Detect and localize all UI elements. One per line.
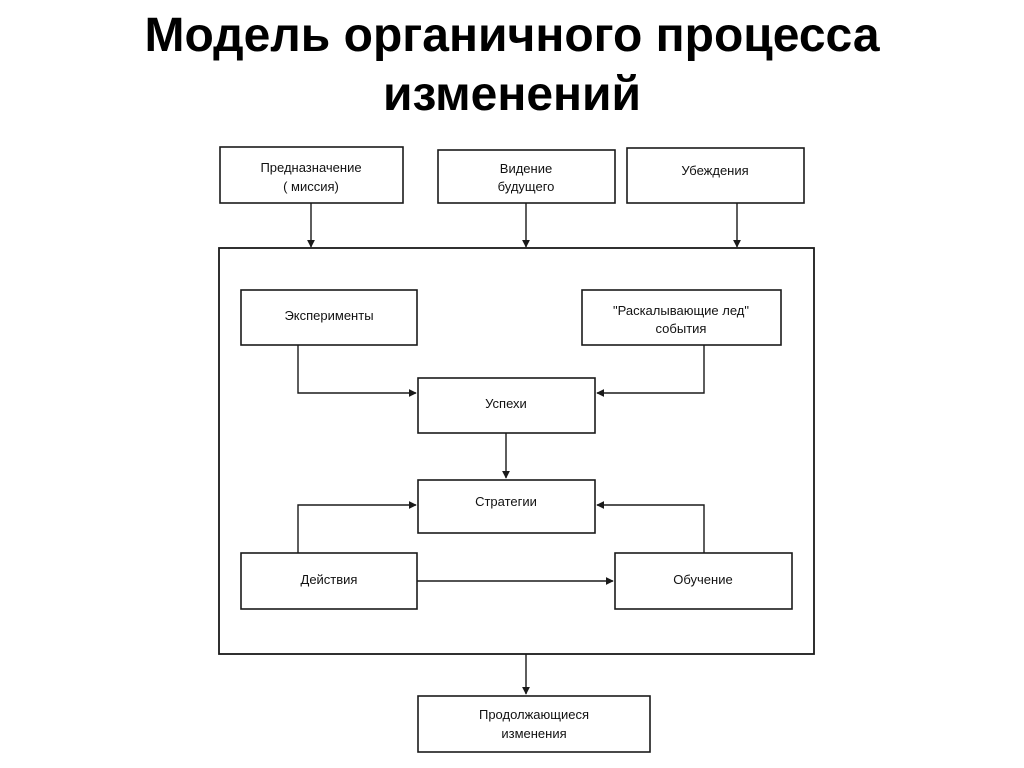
slide-title: Модель органичного процесса изменений [0,6,1024,124]
node-learning-box [614,552,793,610]
slide-title-line-1: Модель органичного процесса [144,9,880,62]
node-icebreaking-label-line-1: "Раскалывающие лед" [613,303,749,318]
node-successes-box [417,377,596,434]
node-learning-label: Обучение [673,572,732,587]
node-icebreaking-label-line-2: события [656,321,707,336]
node-mission: Предназначение ( миссия) [219,146,404,204]
node-mission-label-line-1: Предназначение [260,160,361,175]
node-beliefs: Убеждения [626,147,805,204]
node-ongoing-changes-label-line-1: Продолжающиеся [479,707,589,722]
node-ongoing-changes: Продолжающиеся изменения [417,695,651,753]
node-vision: Видение будущего [437,149,616,204]
node-actions-box [240,552,418,610]
node-vision-label-line-2: будущего [498,179,555,194]
node-successes: Успехи [417,377,596,434]
node-icebreaking: "Раскалывающие лед" события [581,289,782,346]
node-experiments-box [240,289,418,346]
node-mission-label-line-2: ( миссия) [283,179,339,194]
node-strategies-label: Стратегии [475,494,537,509]
node-icebreaking-box [581,289,782,346]
node-ongoing-changes-label-line-2: изменения [501,726,566,741]
arrow-actions-to-strategies [297,501,417,553]
node-vision-label-line-1: Видение [500,161,552,176]
node-mission-box [219,146,404,204]
node-learning: Обучение [614,552,793,610]
node-strategies-box [417,479,596,534]
node-successes-label: Успехи [485,396,527,411]
node-actions: Действия [240,552,418,610]
arrow-learning-to-strategies [596,501,705,553]
node-actions-label: Действия [301,572,358,587]
node-beliefs-box [626,147,805,204]
arrow-experiments-to-successes [297,345,417,397]
node-vision-box [437,149,616,204]
arrow-icebreaking-to-successes [596,345,705,397]
node-beliefs-label: Убеждения [681,163,748,178]
node-experiments-label: Эксперименты [284,308,373,323]
process-frame [218,247,815,655]
node-ongoing-changes-box [417,695,651,753]
node-strategies: Стратегии [417,479,596,534]
slide-title-line-2: изменений [382,68,642,121]
node-experiments: Эксперименты [240,289,418,346]
